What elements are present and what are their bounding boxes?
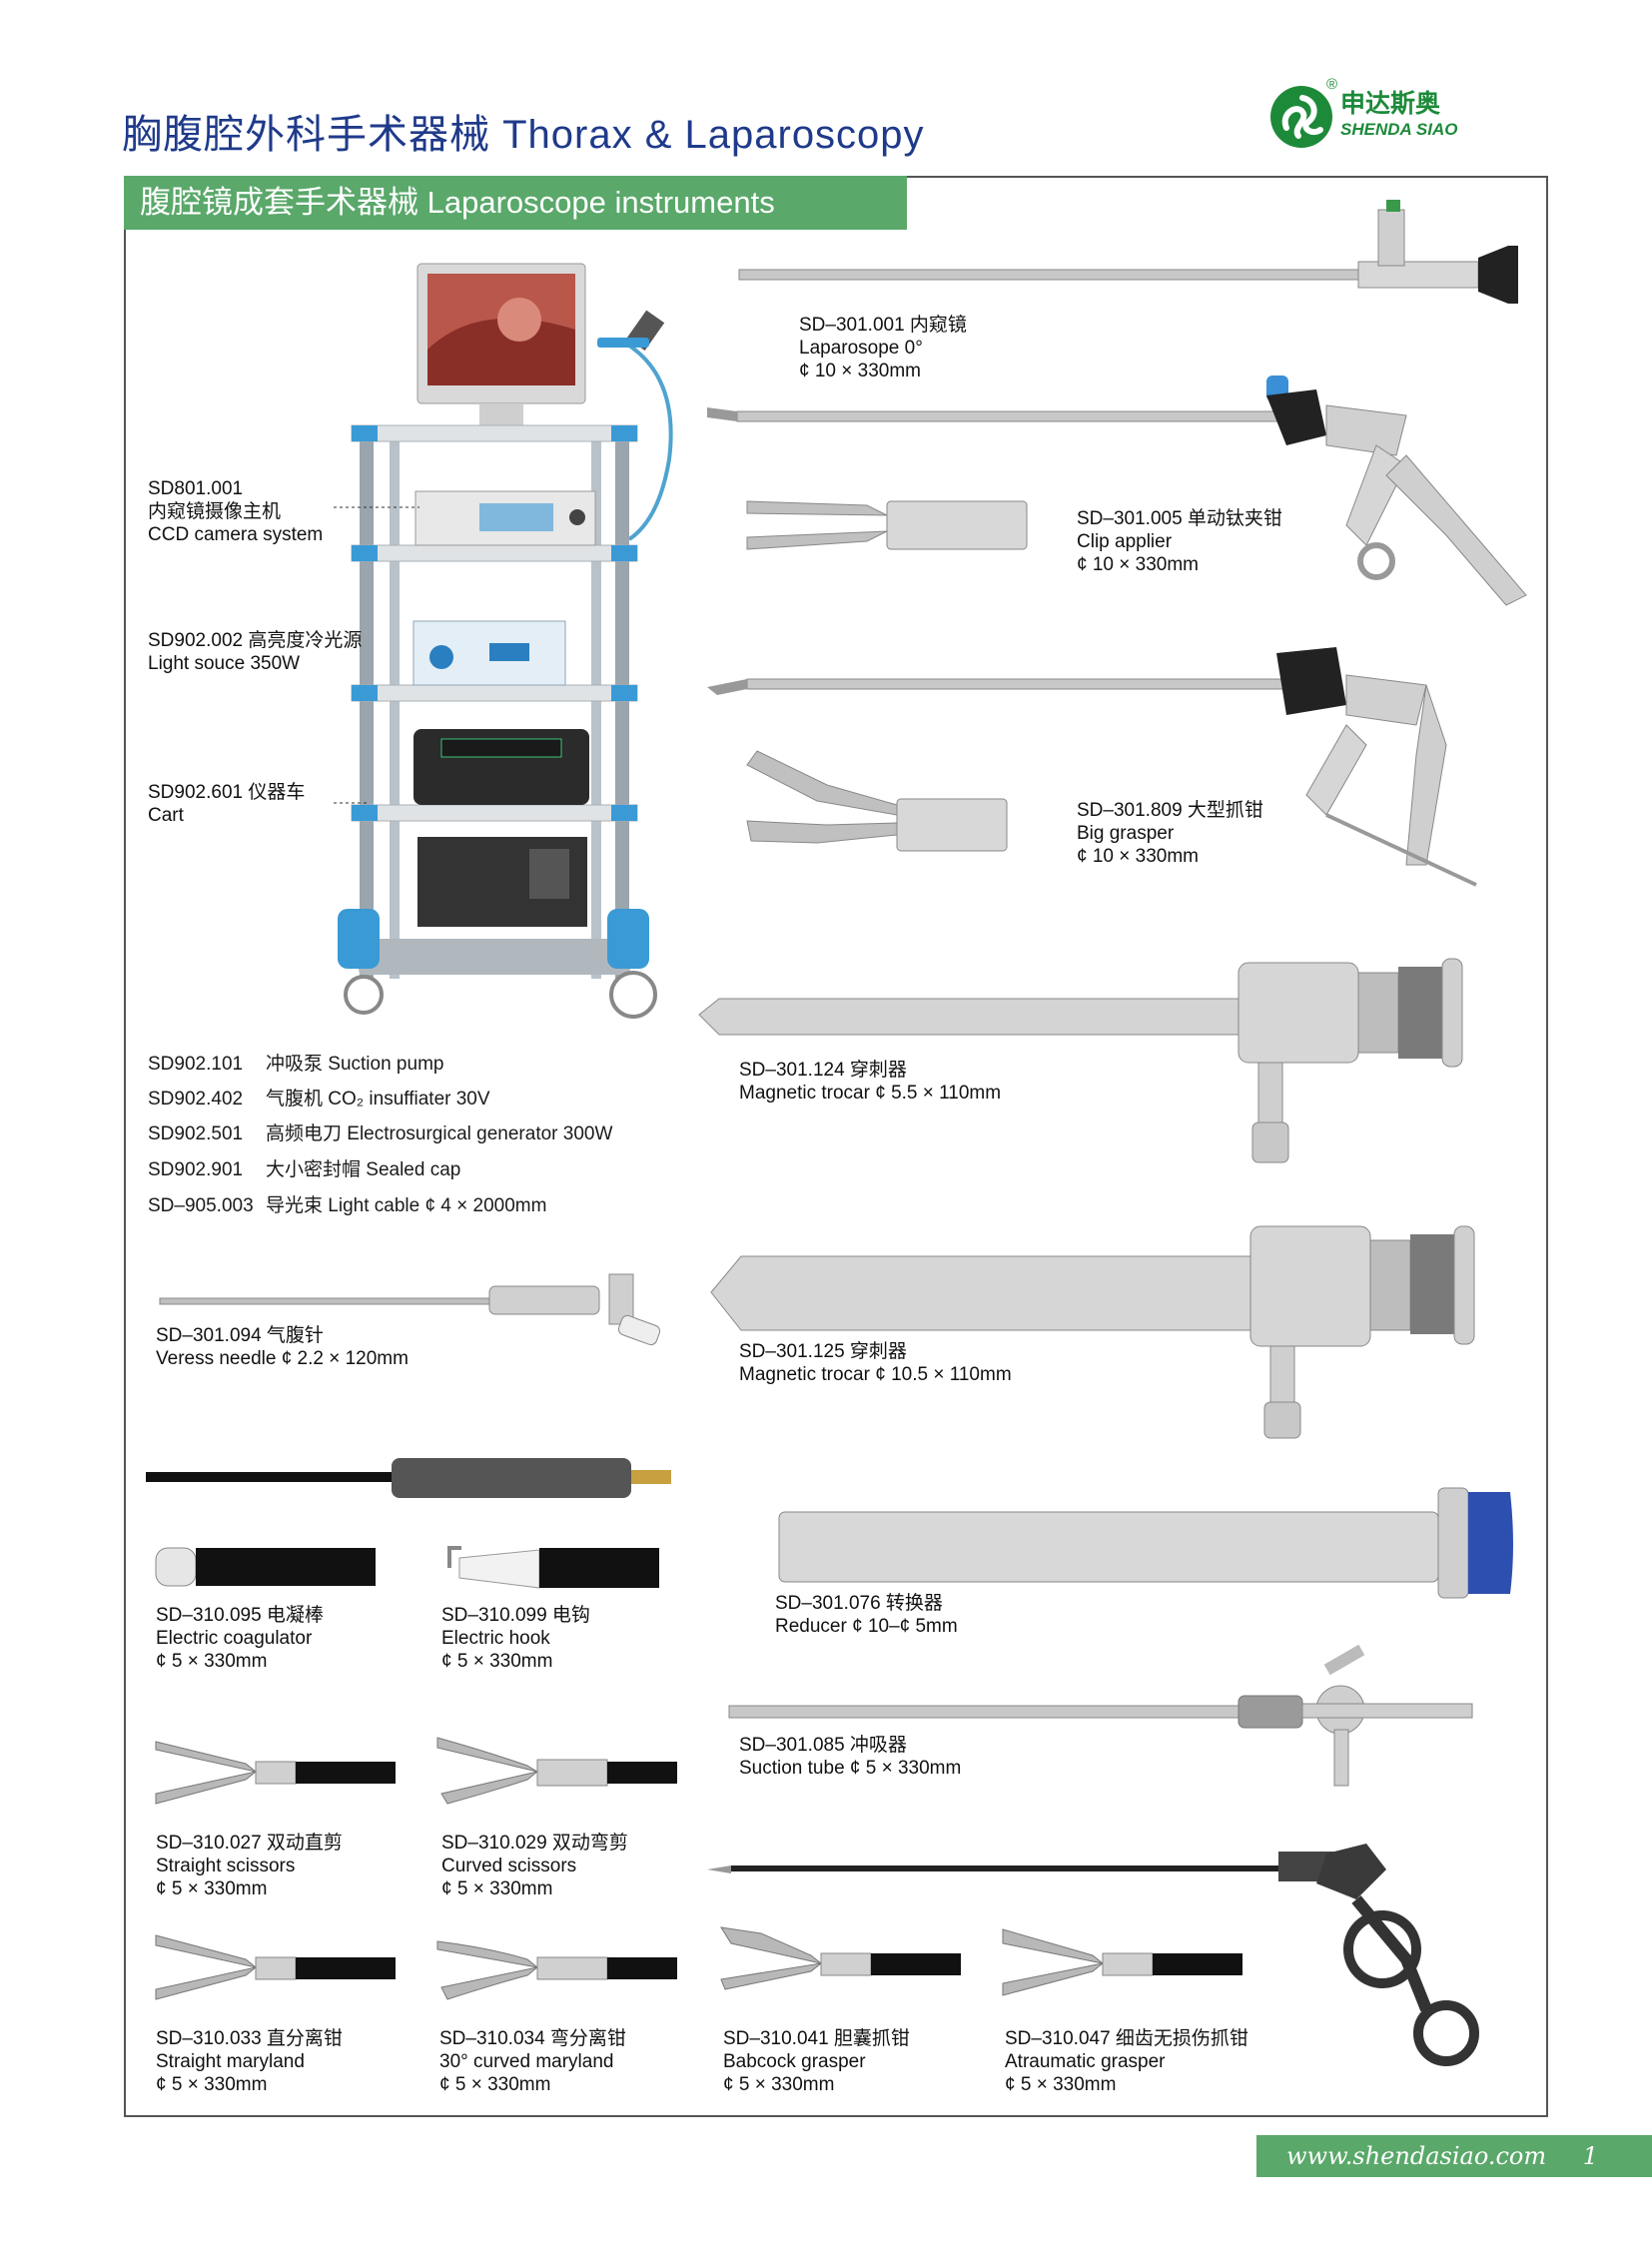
section-banner: 腹腔镜成套手术器械 Laparoscope instruments — [124, 176, 907, 230]
ergonomic-handle-illustration — [707, 1844, 1479, 2066]
electrode-handle-illustration — [146, 1458, 671, 1498]
suction-tube-illustration — [728, 1644, 1473, 1787]
trocar-10-5-illustration — [710, 1225, 1475, 1439]
straight-maryland-illustration — [155, 1934, 396, 2000]
babcock-grasper-illustration — [720, 1926, 961, 1990]
clip-applier-tip-icon — [746, 500, 1028, 550]
footer-bar: www.shendasiao.com 1 — [1256, 2135, 1652, 2177]
clip-applier-illustration — [707, 375, 1527, 606]
cart-leader-lines — [334, 506, 419, 804]
veress-needle-illustration — [159, 1273, 661, 1346]
atraumatic-grasper-illustration — [1002, 1928, 1242, 1996]
endoscopy-cart-illustration — [338, 263, 673, 1019]
website-link[interactable]: www.shendasiao.com — [1286, 2142, 1547, 2170]
big-grasper-tip-icon — [746, 750, 1008, 852]
logo-cn: 申达斯奥 — [1340, 90, 1441, 118]
logo-registered: ® — [1326, 76, 1338, 93]
logo-mark-icon — [1270, 86, 1332, 148]
page-number: 1 — [1582, 2142, 1598, 2170]
brand-logo: ® 申达斯奥 SHENDA SIAO — [1268, 76, 1458, 156]
straight-scissors-illustration — [155, 1741, 396, 1805]
big-grasper-illustration — [707, 647, 1477, 887]
electric-coagulator-illustration — [155, 1547, 376, 1587]
logo-en: SHENDA SIAO — [1340, 120, 1458, 139]
laparoscope-illustration — [738, 200, 1518, 304]
page-title: 胸腹腔外科手术器械 Thorax & Laparoscopy — [122, 113, 925, 157]
trocar-5-5-illustration — [698, 958, 1463, 1163]
electric-hook-illustration — [447, 1546, 659, 1589]
curved-scissors-illustration — [436, 1737, 677, 1805]
curved-maryland-illustration — [436, 1940, 677, 2000]
reducer-illustration — [778, 1487, 1513, 1599]
